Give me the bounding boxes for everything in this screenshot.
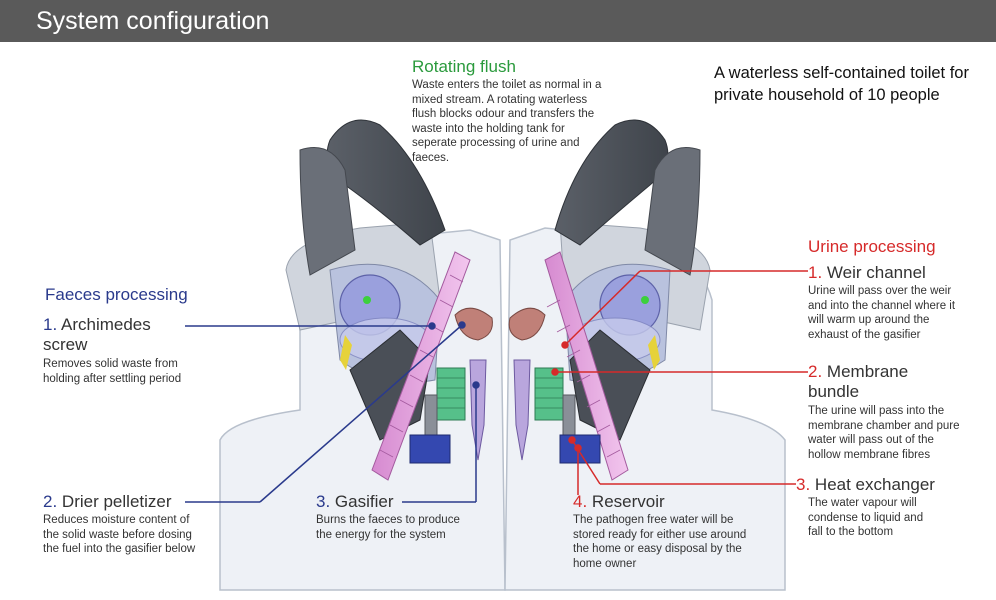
urine-step-1-desc: Urine will pass over the weir and into t…: [808, 285, 956, 341]
right-heat-exchanger: [562, 394, 576, 441]
leader-archimedes-dot: [428, 322, 436, 330]
right-weir-channel: [508, 307, 546, 341]
leader-pelletizer-d: [259, 324, 463, 503]
leader-heat-dot: [568, 436, 576, 444]
header-bar: System configuration: [0, 0, 996, 42]
faeces-step-3-heading: 3. Gasifier: [316, 492, 394, 512]
left-reservoir: [409, 434, 451, 464]
left-flush-indicator: [363, 296, 371, 304]
urine-step-2-num: 2.: [808, 362, 823, 381]
urine-step-3-title: Heat exchanger: [814, 475, 935, 494]
faeces-step-3-num: 3.: [316, 492, 331, 511]
right-screw: [544, 251, 629, 481]
right-purple-tube: [513, 359, 531, 461]
left-archimedes-screw: [371, 251, 471, 481]
right-reservoir: [559, 434, 601, 464]
rotating-flush-desc: Waste enters the toilet as normal in a m…: [412, 79, 602, 164]
left-drier-pelletizer: [454, 307, 493, 341]
faeces-step-2-heading: 2. Drier pelletizer: [43, 492, 172, 512]
page-title: System configuration: [36, 7, 270, 35]
faeces-processing-title: Faeces processing: [45, 285, 188, 304]
left-back-panel: [299, 147, 356, 276]
right-back-panel: [644, 147, 701, 276]
faeces-step-2-title: Drier pelletizer: [61, 492, 172, 511]
faeces-step-3-title: Gasifier: [334, 492, 394, 511]
right-flush-indicator: [641, 296, 649, 304]
leader-pelletizer-dot: [458, 321, 466, 329]
faeces-leader-lines: [185, 321, 480, 503]
toilet-illustration: [185, 119, 808, 591]
urine-step-4-num: 4.: [573, 492, 588, 511]
faeces-step-3-desc: Burns the faeces to produce the energy f…: [316, 514, 460, 541]
leader-weir-dot: [561, 341, 569, 349]
left-unit: [219, 119, 506, 591]
faeces-step-1-num: 1.: [43, 315, 58, 334]
left-heater: [424, 394, 438, 441]
faeces-step-1-title: Archimedes screw: [43, 315, 151, 354]
urine-step-1-num: 1.: [808, 263, 823, 282]
left-yellow-accent: [340, 335, 352, 370]
left-gasifier-coil: [436, 367, 466, 421]
urine-step-4-title: Reservoir: [591, 492, 665, 511]
urine-step-2-heading: 2. Membrane bundle: [808, 362, 948, 402]
rotating-flush-title: Rotating flush: [412, 57, 516, 76]
urine-step-2-title: Membrane bundle: [808, 362, 909, 401]
faeces-step-2-desc: Reduces moisture content of the solid wa…: [43, 514, 196, 555]
leader-reservoir-dot: [574, 444, 582, 452]
urine-leader-lines: [551, 270, 808, 495]
urine-step-3-desc: The water vapour will condense to liquid…: [808, 497, 924, 538]
right-unit: [504, 119, 786, 591]
right-membrane-bundle: [534, 367, 564, 421]
urine-processing-title: Urine processing: [808, 237, 936, 256]
urine-step-3-heading: 3. Heat exchanger: [796, 475, 935, 495]
urine-step-1-title: Weir channel: [826, 263, 926, 282]
urine-step-1-heading: 1. Weir channel: [808, 263, 926, 283]
leader-weir-d: [564, 270, 641, 346]
urine-step-3-num: 3.: [796, 475, 811, 494]
faeces-step-1-desc: Removes solid waste from holding after s…: [43, 358, 182, 385]
faeces-step-1-heading: 1. Archimedes screw: [43, 315, 183, 355]
urine-step-2-desc: The urine will pass into the membrane ch…: [808, 405, 960, 461]
right-yellow-accent: [648, 335, 660, 370]
intro-text: A waterless self-contained toilet for pr…: [714, 64, 969, 104]
urine-step-4-desc: The pathogen free water will be stored r…: [573, 514, 747, 570]
urine-step-4-heading: 4. Reservoir: [573, 492, 665, 512]
faeces-step-2-num: 2.: [43, 492, 58, 511]
leader-membrane-dot: [551, 368, 559, 376]
leader-gasifier-dot: [472, 381, 480, 389]
